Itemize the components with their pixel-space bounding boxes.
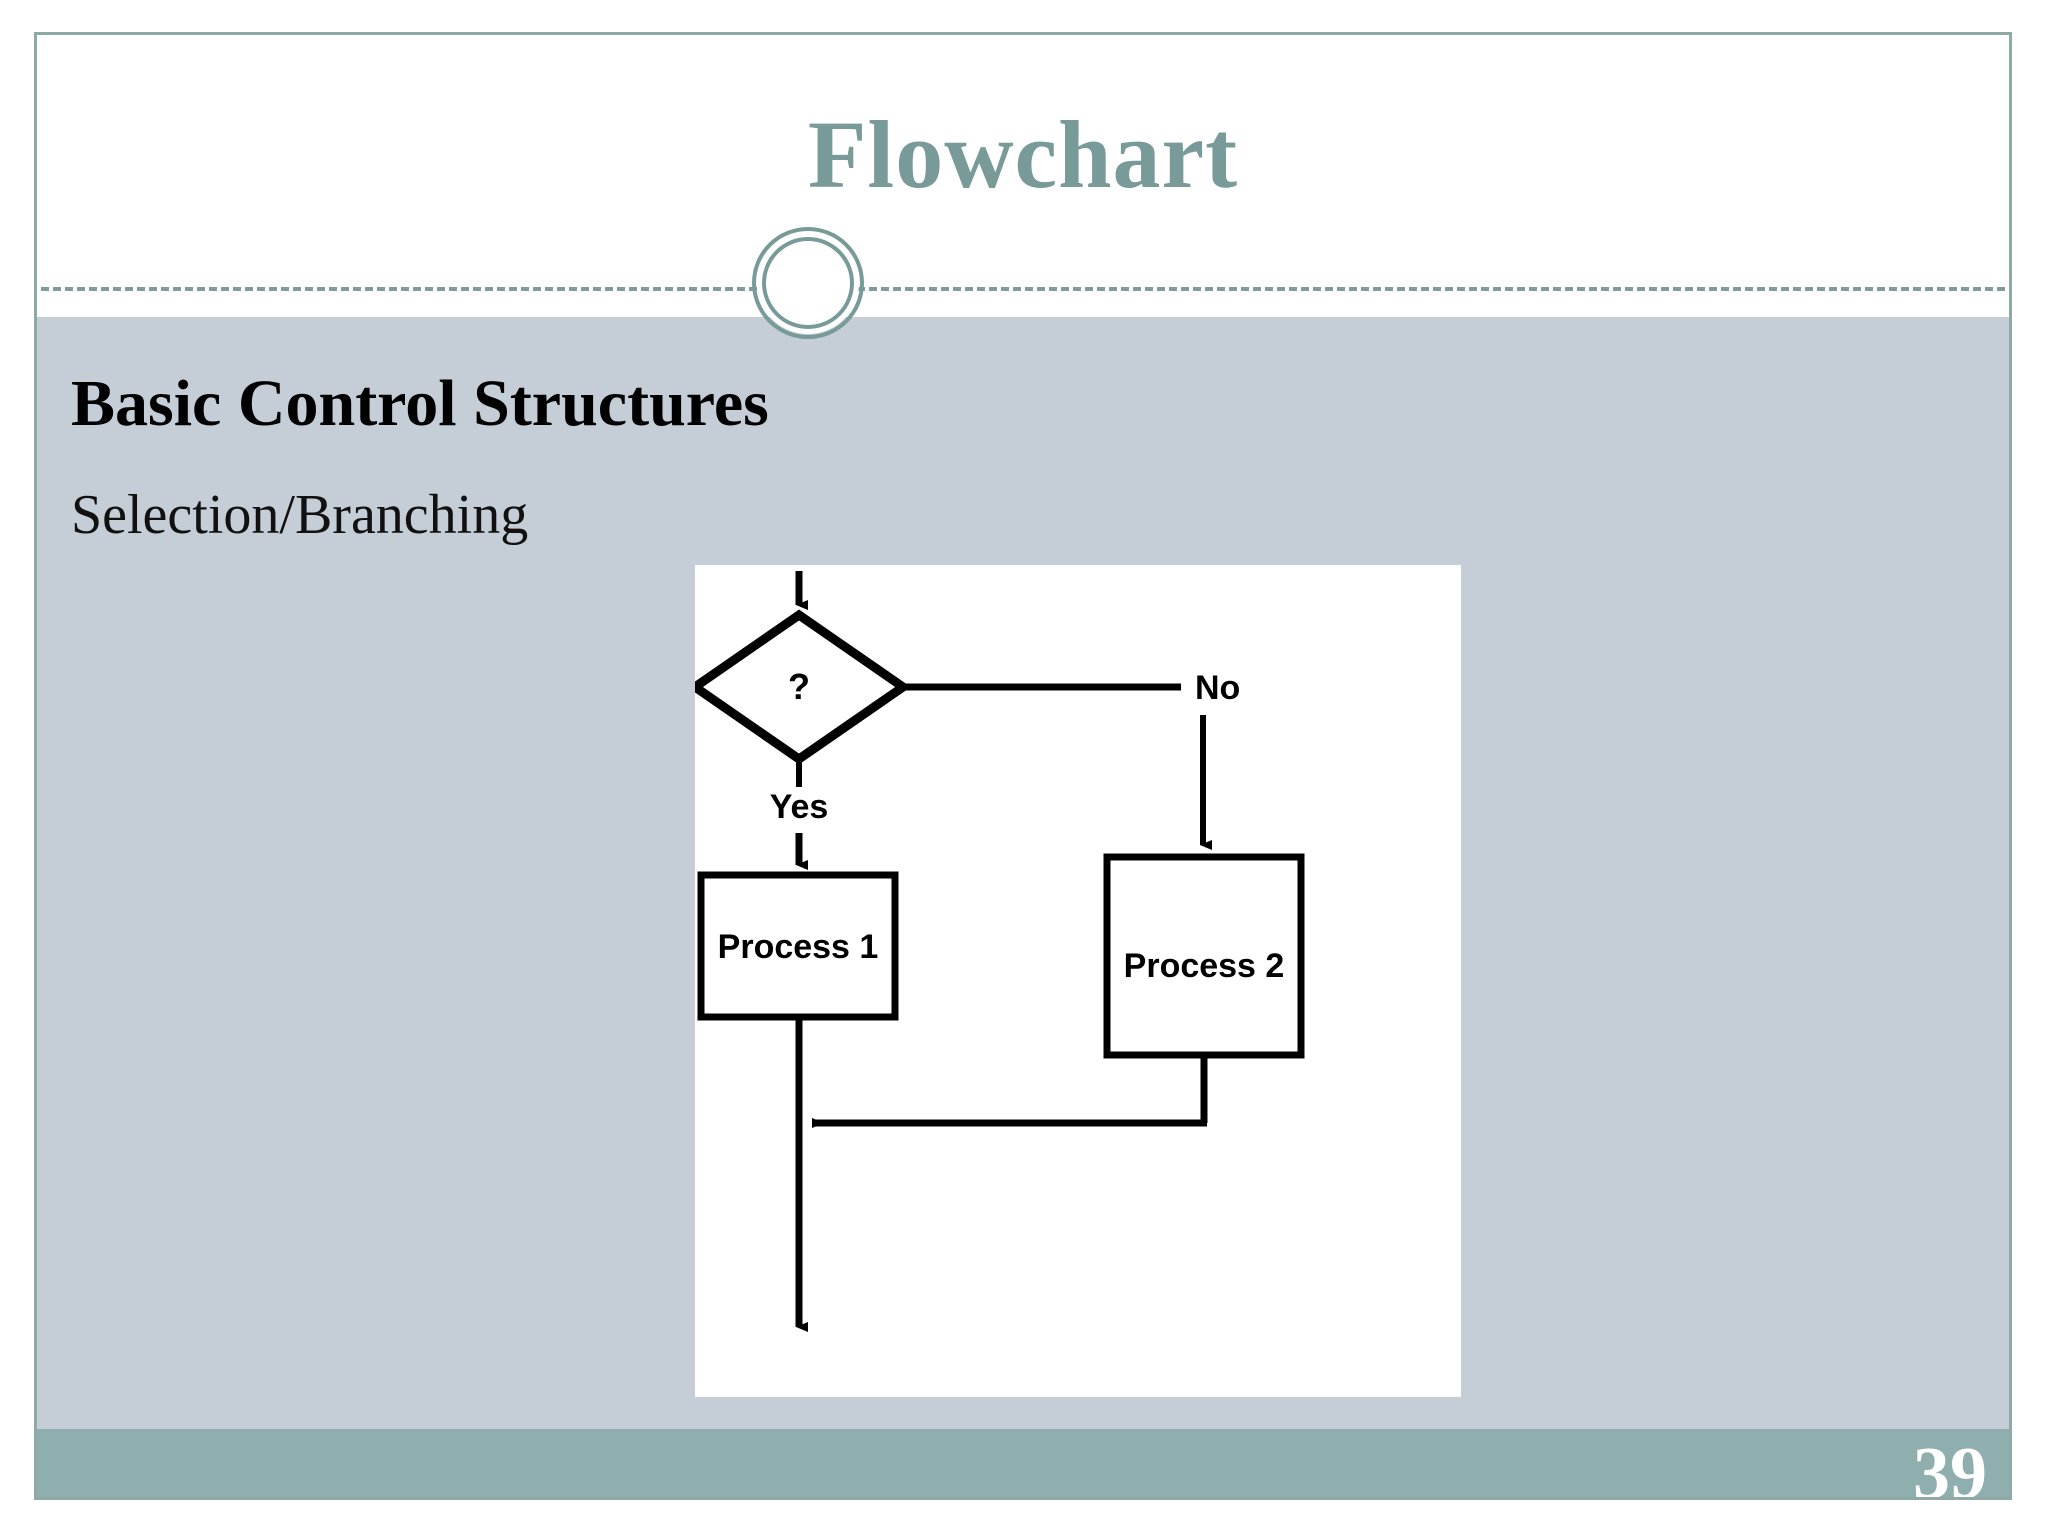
circle-ornament-outer-ring: [752, 227, 864, 339]
no-branch-label: No: [1195, 669, 1240, 707]
process1-box: [697, 871, 899, 1021]
header-dashed-divider: [41, 287, 2005, 291]
presentation-slide: Flowchart Basic Control Structures Selec…: [34, 32, 2012, 1500]
flowchart-diagram: ? No Yes Process 1 Process 2: [695, 571, 1305, 1332]
circle-ornament-icon: [748, 223, 868, 343]
process2-label: Process 2: [1124, 947, 1285, 985]
decision-label: ?: [788, 666, 810, 707]
flowchart-image-panel: ? No Yes Process 1 Process 2: [695, 565, 1461, 1397]
process1-label: Process 1: [718, 928, 879, 966]
content-subheading: Selection/Branching: [71, 484, 529, 546]
circle-ornament-inner-ring: [762, 237, 854, 329]
content-heading: Basic Control Structures: [71, 367, 769, 440]
process2-box: [1103, 853, 1305, 1059]
yes-branch-label: Yes: [770, 788, 829, 826]
slide-footer-bar: 39: [37, 1429, 2009, 1497]
page-title: Flowchart: [807, 101, 1239, 208]
slide-header-band: Flowchart: [37, 35, 2009, 317]
page-number: 39: [1913, 1433, 1987, 1500]
